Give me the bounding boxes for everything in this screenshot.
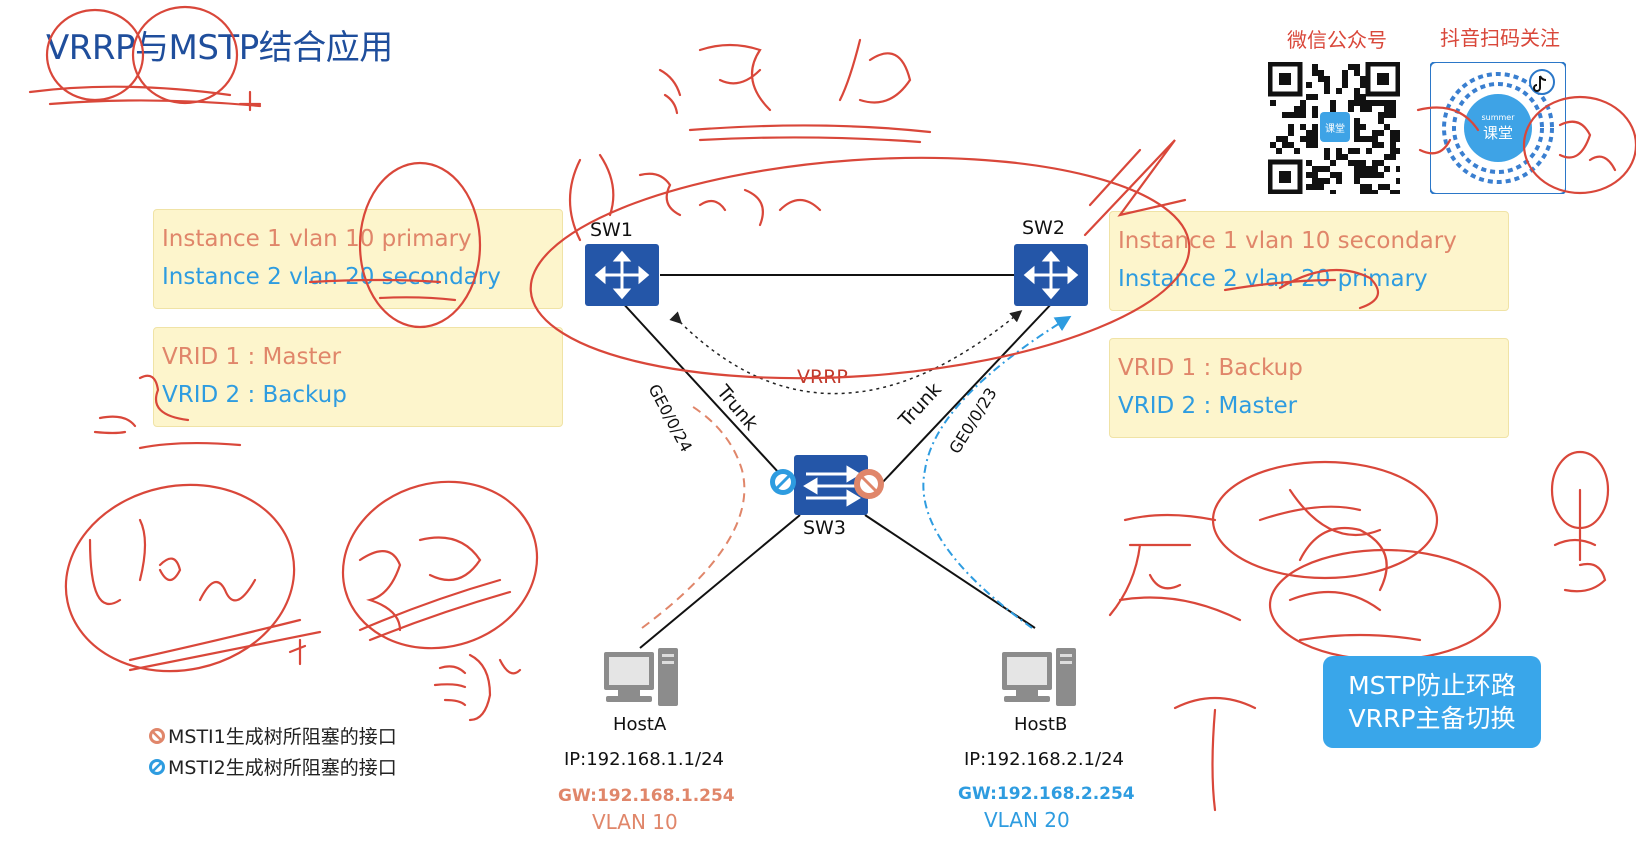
wechat-caption: 微信公众号	[1287, 28, 1387, 52]
msti1-blocked-port-icon	[854, 469, 884, 499]
hostb-label: HostB	[1014, 714, 1068, 735]
sw2-vrid-line-1: VRID 1 : Backup	[1118, 355, 1303, 381]
callout-line-1: MSTP防止环路	[1348, 671, 1516, 700]
hostb-ip: IP:192.168.2.1/24	[964, 749, 1124, 770]
sw2-instance-box: Instance 1 vlan 10 secondary Instance 2 …	[1109, 211, 1509, 311]
vlan20-path	[922, 315, 1072, 629]
link-sw2-sw3	[879, 299, 1056, 486]
legend-msti1: MSTI1生成树所阻塞的接口	[148, 722, 397, 749]
sw1-instance-line-1: Instance 1 vlan 10 primary	[162, 226, 472, 252]
legend-msti1-text: MSTI1生成树所阻塞的接口	[168, 726, 397, 748]
hostb-vlan: VLAN 20	[984, 808, 1070, 832]
sw2-instance-line-1: Instance 1 vlan 10 secondary	[1118, 228, 1457, 254]
wechat-qr-code[interactable]: 课堂	[1268, 62, 1400, 194]
link-sw1-sw3	[619, 299, 791, 486]
hosta-label: HostA	[613, 714, 667, 735]
hosta-vlan: VLAN 10	[592, 810, 678, 834]
link-sw3-hostb	[864, 514, 1036, 629]
hosta-gateway: GW:192.168.1.254	[558, 786, 735, 806]
summary-callout: MSTP防止环路 VRRP主备切换	[1323, 656, 1541, 748]
link-sw3-hosta	[639, 514, 801, 649]
sw2-vrid-box: VRID 1 : Backup VRID 2 : Master	[1109, 338, 1509, 438]
sw1-vrid-line-2: VRID 2 : Backup	[162, 382, 347, 408]
hosta-ip: IP:192.168.1.1/24	[564, 749, 724, 770]
sw2-switch-icon	[1014, 244, 1088, 306]
douyin-badge: 课堂	[1483, 124, 1513, 142]
legend-msti2: MSTI2生成树所阻塞的接口	[148, 753, 397, 780]
callout-line-2: VRRP主备切换	[1348, 704, 1516, 733]
sw2-vrid-line-2: VRID 2 : Master	[1118, 393, 1298, 419]
douyin-qr-code[interactable]: summer 课堂	[1430, 62, 1566, 194]
hosta-computer-icon	[604, 648, 678, 706]
msti2-blocked-port-icon	[770, 469, 796, 495]
sw2-label: SW2	[1022, 217, 1065, 239]
sw3-switch-icon	[794, 455, 868, 515]
qr-badge: 课堂	[1325, 123, 1345, 135]
sw1-vrid-line-1: VRID 1 : Master	[162, 344, 342, 370]
sw1-switch-icon	[585, 244, 659, 306]
port-left-label: GE0/0/24	[644, 381, 696, 455]
sw1-label: SW1	[590, 219, 633, 241]
port-right-label: GE0/0/23	[945, 384, 1000, 457]
page-title: VRRP与MSTP结合应用	[46, 28, 393, 68]
sw1-vrid-box: VRID 1 : Master VRID 2 : Backup	[153, 327, 563, 427]
sw1-instance-line-2: Instance 2 vlan 20 secondary	[162, 264, 501, 290]
hostb-computer-icon	[1002, 648, 1076, 706]
legend-msti2-text: MSTI2生成树所阻塞的接口	[168, 757, 397, 779]
msti1-legend-icon	[149, 727, 165, 744]
douyin-badge-brand: summer	[1481, 113, 1515, 122]
sw3-label: SW3	[803, 517, 846, 539]
msti2-legend-icon	[149, 758, 165, 775]
hostb-gateway: GW:192.168.2.254	[958, 784, 1135, 804]
vrrp-path	[669, 310, 1023, 395]
handwritten-annotations	[28, 5, 1636, 812]
sw1-instance-box: Instance 1 vlan 10 primary Instance 2 vl…	[153, 209, 563, 309]
douyin-caption: 抖音扫码关注	[1440, 26, 1560, 50]
vlan10-path	[641, 404, 746, 629]
